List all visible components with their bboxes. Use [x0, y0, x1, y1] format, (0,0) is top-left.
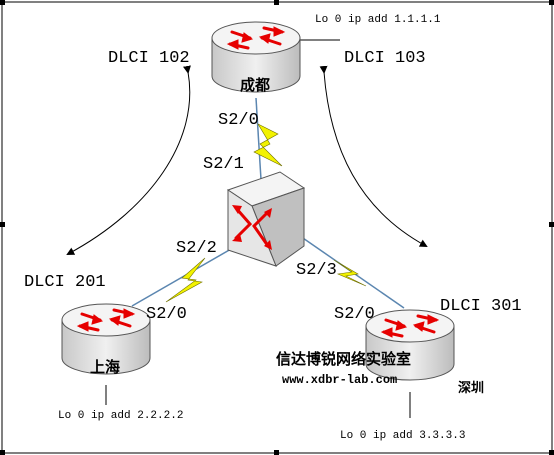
router-name-chengdu: 成都: [240, 76, 270, 94]
watermark-title: 信达博锐网络实验室: [276, 350, 411, 368]
interface-label-shanghai-s2-0: S2/0: [146, 305, 187, 324]
lightning-bolt-icon: [253, 123, 283, 167]
dlci-label-102: DLCI 102: [108, 49, 190, 68]
watermark-url: www.xdbr-lab.com: [282, 373, 397, 387]
dlci-label-103: DLCI 103: [344, 49, 426, 68]
dlci-label-201: DLCI 201: [24, 273, 106, 292]
loopback-label-shanghai: Lo 0 ip add 2.2.2.2: [58, 410, 183, 422]
frame-relay-switch-icon: [226, 171, 306, 267]
dlci-label-301: DLCI 301: [440, 297, 522, 316]
dlci-arrow-right: [319, 65, 428, 247]
router-icon: [364, 308, 456, 382]
lightning-bolt-icon: [165, 257, 206, 303]
lightning-bolt-icon: [333, 259, 367, 287]
router-name-shanghai: 上海: [90, 358, 120, 376]
interface-label-switch-s2-1: S2/1: [203, 155, 244, 174]
loopback-label-chengdu: Lo 0 ip add 1.1.1.1: [315, 14, 441, 26]
interface-label-switch-s2-2: S2/2: [176, 239, 217, 258]
interface-label-switch-s2-3: S2/3: [296, 261, 337, 280]
loopback-label-shenzhen: Lo 0 ip add 3.3.3.3: [340, 430, 465, 442]
interface-label-shenzhen-s2-0: S2/0: [334, 305, 375, 324]
dlci-arrow-left: [66, 65, 191, 255]
router-name-shenzhen: 深圳: [458, 380, 484, 396]
interface-label-chengdu-s2-0: S2/0: [218, 111, 259, 130]
